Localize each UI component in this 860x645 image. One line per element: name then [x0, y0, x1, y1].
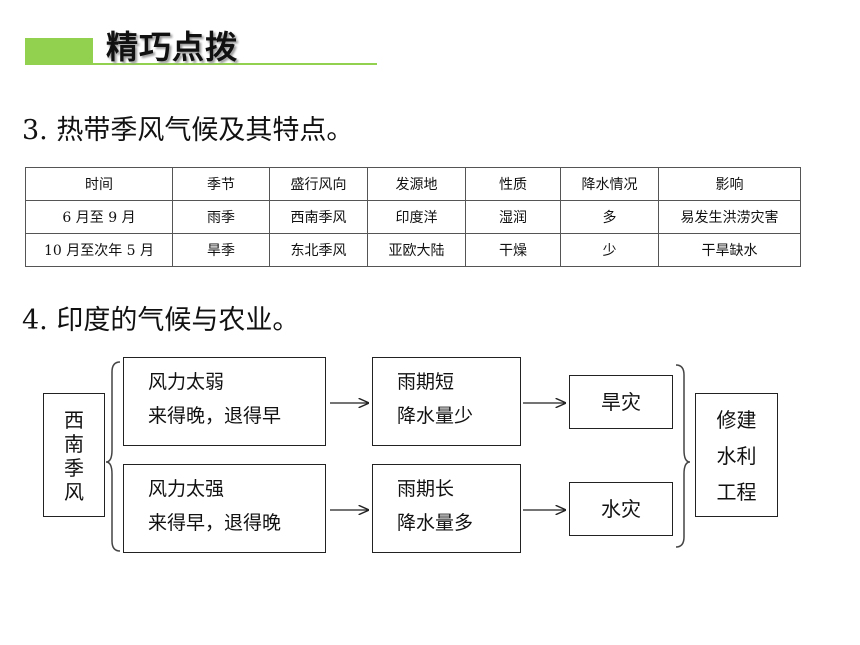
strong-wind-box: 风力太强 来得早，退得晚: [123, 464, 326, 553]
short-rain-box: 雨期短 降水量少: [372, 357, 521, 446]
weak-wind-box: 风力太弱 来得晚，退得早: [123, 357, 326, 446]
source-char: 季: [64, 456, 84, 480]
flood-box: 水灾: [569, 482, 673, 536]
climate-table: 时间 季节 盛行风向 发源地 性质 降水情况 影响 6 月至 9 月 雨季 西南…: [25, 167, 801, 267]
table-cell: 干旱缺水: [658, 233, 801, 267]
long-rain-box: 雨期长 降水量多: [372, 464, 521, 553]
southwest-monsoon-box: 西 南 季 风: [43, 393, 105, 517]
left-brace: [105, 361, 121, 552]
right-brace: [675, 364, 691, 548]
strong-wind-line1: 风力太强: [148, 478, 225, 500]
short-rain-line2: 降水量少: [397, 405, 474, 427]
weak-wind-line2: 来得晚，退得早: [148, 405, 282, 427]
table-cell: 东北季风: [269, 233, 368, 267]
table-cell: 10 月至次年 5 月: [25, 233, 173, 267]
table-header-row: 时间 季节 盛行风向 发源地 性质 降水情况 影响: [25, 167, 801, 201]
table-header-cell: 性质: [465, 167, 561, 201]
long-rain-line1: 雨期长: [397, 478, 455, 500]
source-char: 风: [64, 480, 84, 504]
table-cell: 多: [560, 200, 659, 234]
source-char: 西: [64, 408, 84, 432]
solution-line: 修建: [716, 408, 757, 432]
strong-wind-line2: 来得早，退得晚: [148, 512, 282, 534]
weak-wind-line1: 风力太弱: [148, 371, 225, 393]
source-char: 南: [64, 432, 84, 456]
long-rain-line2: 降水量多: [397, 512, 474, 534]
table-cell: 少: [560, 233, 659, 267]
irrigation-box: 修建 水利 工程: [695, 393, 778, 517]
drought-box: 旱灾: [569, 375, 673, 429]
table-cell: 干燥: [465, 233, 561, 267]
short-rain-line1: 雨期短: [397, 371, 455, 393]
table-cell: 旱季: [172, 233, 270, 267]
solution-line: 水利: [716, 444, 757, 468]
table-cell: 雨季: [172, 200, 270, 234]
table-cell: 亚欧大陆: [367, 233, 466, 267]
table-header-cell: 影响: [658, 167, 801, 201]
page-title: 精巧点拨: [106, 28, 239, 66]
table-row: 10 月至次年 5 月 旱季 东北季风 亚欧大陆 干燥 少 干旱缺水: [25, 233, 801, 267]
header-accent-bar: [25, 38, 93, 64]
section-3-title: 3. 热带季风气候及其特点。: [22, 115, 354, 146]
header-underline: [25, 63, 377, 65]
table-header-cell: 发源地: [367, 167, 466, 201]
solution-line: 工程: [716, 480, 757, 504]
table-row: 6 月至 9 月 雨季 西南季风 印度洋 湿润 多 易发生洪涝灾害: [25, 200, 801, 234]
section-4-title: 4. 印度的气候与农业。: [22, 305, 300, 336]
table-cell: 湿润: [465, 200, 561, 234]
table-header-cell: 降水情况: [560, 167, 659, 201]
